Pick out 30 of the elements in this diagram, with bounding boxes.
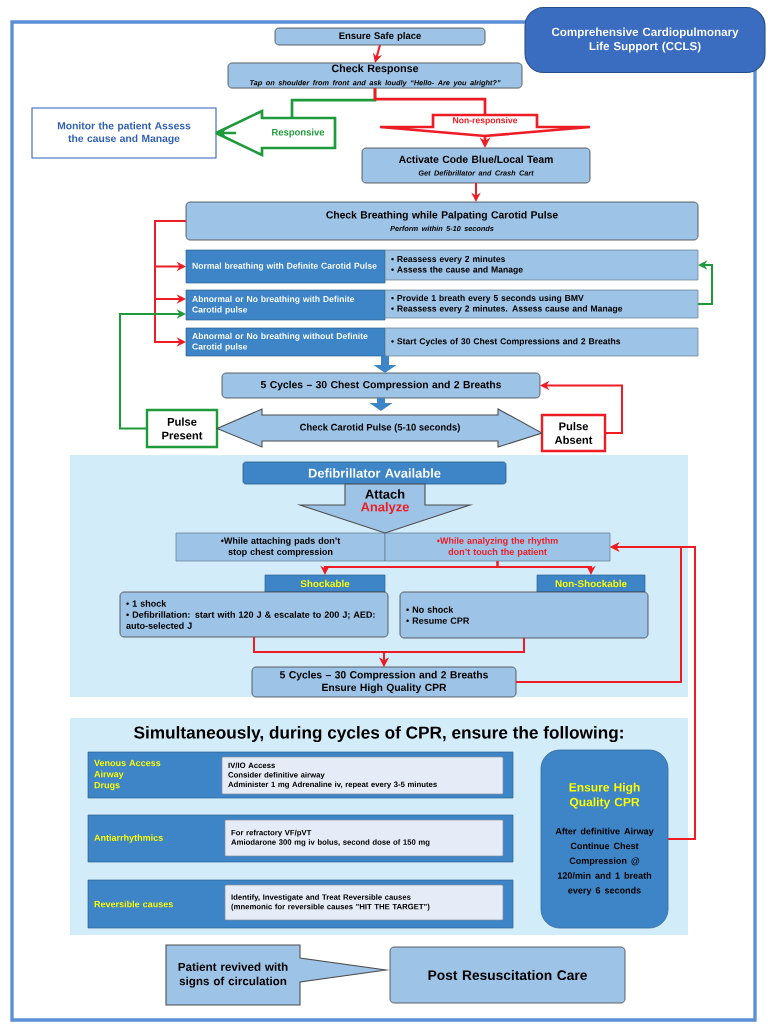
arrow-label: Analyze xyxy=(360,502,409,514)
process-box: Post Resuscitation Care xyxy=(389,946,626,1004)
condition-box: Abnormal or No breathing with Definite Carotid pulse xyxy=(185,289,386,321)
action-box: • 1 shock • Defibrillation: start with 120 J & escalate to 200 J; AED: auto-selected J xyxy=(119,591,389,638)
header-box: Defibrillator Available xyxy=(242,461,507,485)
block-arrow xyxy=(215,408,544,448)
arrow xyxy=(119,309,186,430)
arrow-box: Patient revived with signs of circulation xyxy=(165,944,390,1006)
condition-box: Normal breathing with Definite Carotid Pulse xyxy=(185,249,386,284)
block-arrow xyxy=(296,483,474,534)
edge-label: Check Carotid Pulse (5-10 seconds) xyxy=(300,423,460,433)
process-box: 5 Cycles – 30 Chest Compression and 2 Breaths xyxy=(221,372,541,399)
note-box: •While attaching pads don’t stop chest compression xyxy=(175,532,386,562)
edge-label: Non-responsive xyxy=(453,117,518,125)
edge-label: Attach xyxy=(365,489,405,499)
action-box: • Reassess every 2 minutes • Assess the cause and Manage xyxy=(384,249,699,281)
edge-label: Responsive xyxy=(272,128,325,138)
title-banner: Comprehensive Cardiopulmonary Life Support (CCLS) xyxy=(524,6,766,74)
action-box: • Provide 1 breath every 5 seconds using BMV • Reassess every 2 minutes. Assess cause and Manage xyxy=(384,289,699,319)
pulse-box: Pulse Present xyxy=(145,408,219,449)
note-box: •While analyzing the rhythm don’t touch the patient xyxy=(384,532,611,562)
outcome-box: Monitor the patient Assess the cause and Manage xyxy=(31,107,217,159)
action-box: • Start Cycles of 30 Chest Compressions and 2 Breaths xyxy=(384,327,699,357)
condition-box: Abnormal or No breathing without Definite Carotid pulse xyxy=(185,327,386,357)
action-box: • No shock • Resume CPR xyxy=(399,591,649,639)
pulse-box: Pulse Absent xyxy=(540,413,607,453)
arrow xyxy=(496,560,596,575)
process-box: 5 Cycles – 30 Compression and 2 Breaths Ensure High Quality CPR xyxy=(251,666,517,698)
cpr-box: Ensure High Quality CPR After definitive Airway Continue Chest Compression @ 120/min and 1 breath every 6 seconds xyxy=(540,749,669,929)
process-box: Ensure Safe place xyxy=(274,27,486,46)
